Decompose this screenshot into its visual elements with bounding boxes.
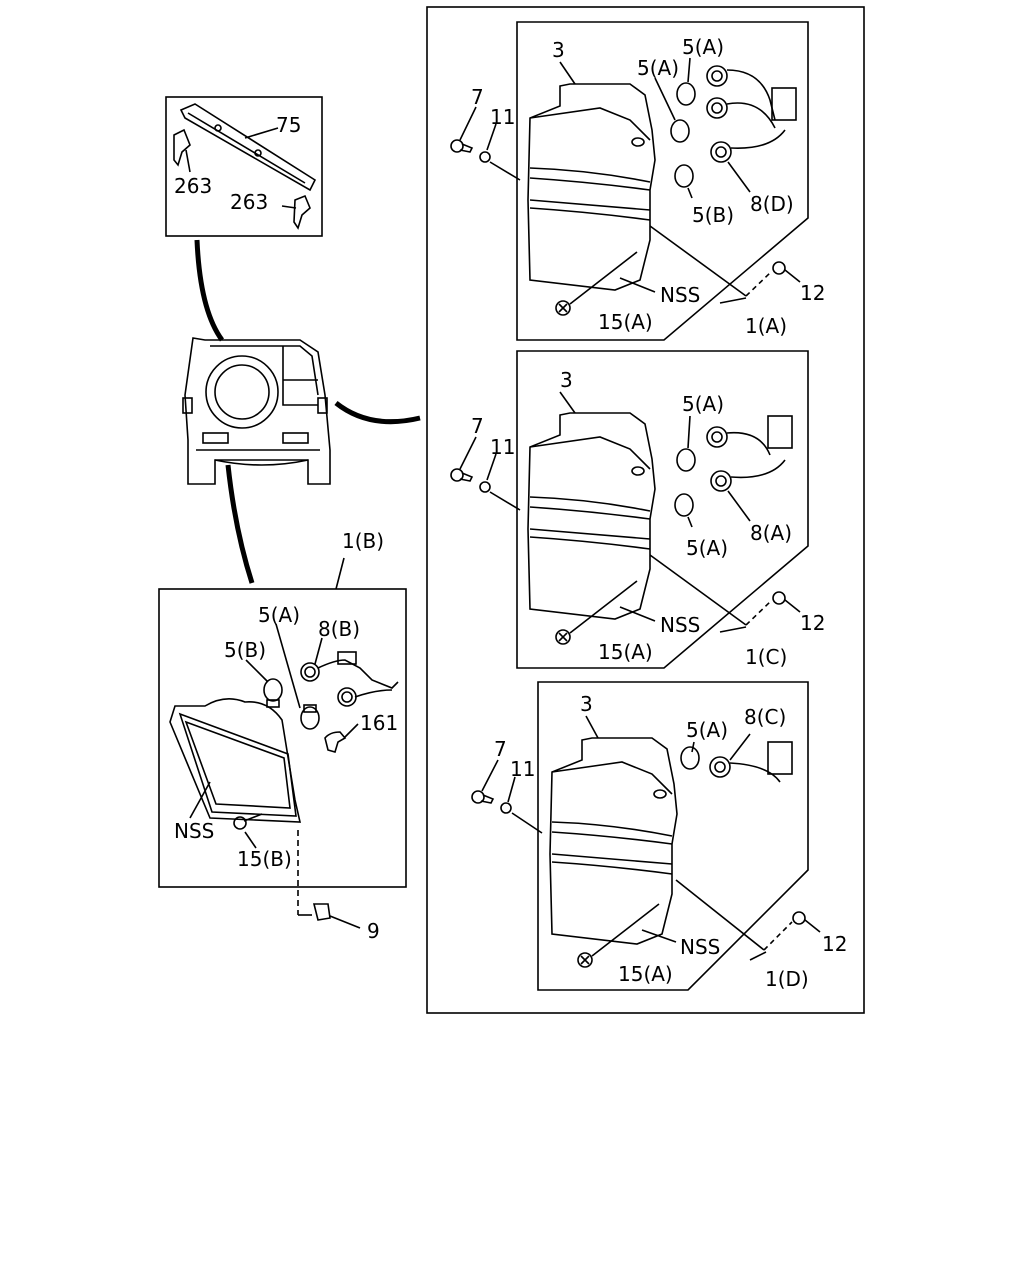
label-5a: 5(A) (682, 392, 724, 416)
label-3: 3 (552, 38, 565, 62)
label-5a: 5(A) (686, 718, 728, 742)
right-frame (426, 6, 865, 1014)
vehicle-rear-view (182, 337, 331, 485)
label-8b: 8(B) (318, 617, 360, 641)
label-5a: 5(A) (686, 536, 728, 560)
label-5a: 5(A) (637, 56, 679, 80)
leader-to-bracket (194, 239, 225, 342)
label-15a: 15(A) (618, 962, 673, 986)
combination-lamp-c (450, 350, 809, 669)
label-1d: 1(D) (765, 967, 809, 991)
label-12: 12 (822, 932, 847, 956)
label-1b: 1(B) (342, 529, 384, 553)
label-5b: 5(B) (692, 203, 734, 227)
label-3: 3 (560, 368, 573, 392)
label-nss: NSS (680, 935, 720, 959)
combination-lamp-a (450, 21, 809, 341)
label-11: 11 (490, 435, 515, 459)
license-lamp-inset (158, 557, 407, 929)
label-nss: NSS (174, 819, 214, 843)
label-5b: 5(B) (224, 638, 266, 662)
label-5a: 5(A) (258, 603, 300, 627)
label-8a: 8(A) (750, 521, 792, 545)
label-11: 11 (490, 105, 515, 129)
label-7: 7 (494, 737, 507, 761)
label-263: 263 (230, 190, 268, 214)
combination-lamp-d (471, 681, 821, 991)
label-75: 75 (276, 113, 301, 137)
leader-to-combination-lamps (334, 401, 421, 425)
label-1c: 1(C) (745, 645, 787, 669)
label-15a: 15(A) (598, 640, 653, 664)
label-12: 12 (800, 281, 825, 305)
label-15b: 15(B) (237, 847, 292, 871)
label-nss: NSS (660, 613, 700, 637)
label-8c: 8(C) (744, 705, 786, 729)
label-5a: 5(A) (682, 35, 724, 59)
label-9: 9 (367, 919, 380, 943)
label-nss: NSS (660, 283, 700, 307)
label-15a: 15(A) (598, 310, 653, 334)
label-7: 7 (471, 414, 484, 438)
license-bracket-inset (165, 96, 323, 237)
label-161: 161 (360, 711, 398, 735)
label-12: 12 (800, 611, 825, 635)
label-8d: 8(D) (750, 192, 794, 216)
label-3: 3 (580, 692, 593, 716)
leader-to-license-lamp (225, 464, 255, 584)
label-11: 11 (510, 757, 535, 781)
label-1a: 1(A) (745, 314, 787, 338)
label-263: 263 (174, 174, 212, 198)
label-7: 7 (471, 85, 484, 109)
